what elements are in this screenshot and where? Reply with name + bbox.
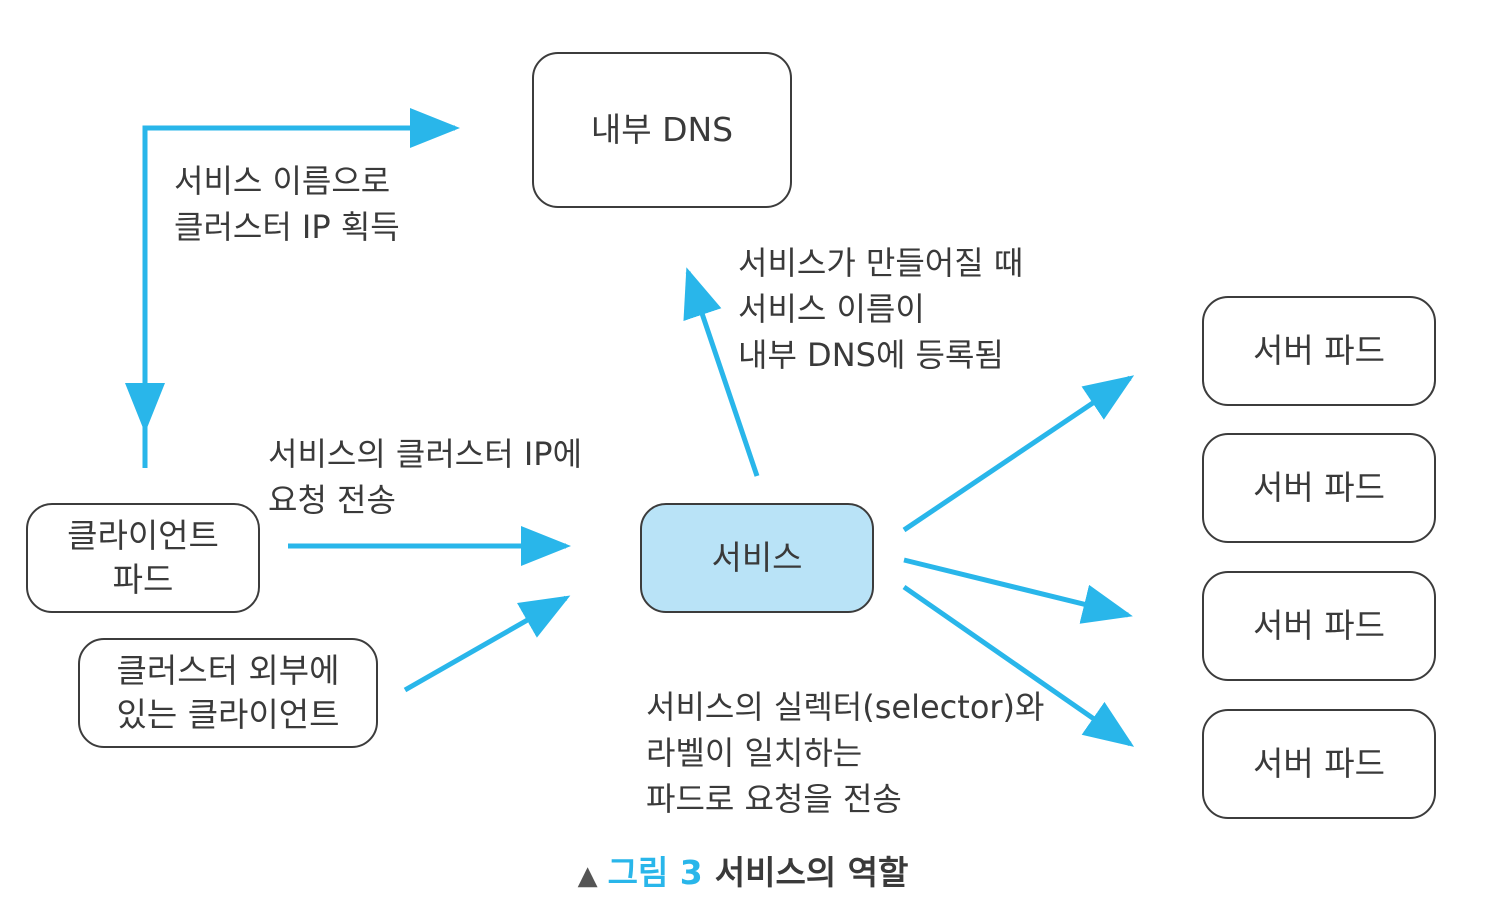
internal-dns-node: 내부 DNS <box>532 52 792 208</box>
caption-title: 서비스의 역할 <box>714 853 909 892</box>
arrow-service-to-pod-4 <box>902 584 1135 747</box>
caption-figure-number: 그림 3 <box>607 853 703 892</box>
note-get-cluster-ip-line-2: 클러스터 IP 획득 <box>174 208 400 246</box>
server-pod-label-2: 서버 파드 <box>1253 468 1385 507</box>
note-selector-line-1: 서비스의 실렉터(selector)와 <box>646 688 1045 726</box>
server-pod-label-3: 서버 파드 <box>1253 606 1385 645</box>
arrow-service-to-pod-1 <box>902 375 1135 533</box>
caption-triangle-icon: ▲ <box>577 861 598 891</box>
note-register-dns: 서비스가 만들어질 때 서비스 이름이 내부 DNS에 등록됨 <box>738 240 1023 378</box>
external-client-label-line-1: 클러스터 외부에 <box>116 651 340 690</box>
server-pod-node-1: 서버 파드 <box>1202 296 1436 406</box>
note-register-dns-line-2: 서비스 이름이 <box>738 290 925 328</box>
external-client-node: 클러스터 외부에 있는 클라이언트 <box>78 638 378 748</box>
service-label: 서비스 <box>711 538 803 577</box>
client-pod-label-line-1: 클라이언트 <box>67 516 219 555</box>
arrow-external-to-service <box>403 595 571 693</box>
note-get-cluster-ip-line-1: 서비스 이름으로 <box>174 162 391 200</box>
server-pod-label-1: 서버 파드 <box>1253 331 1385 370</box>
service-node: 서비스 <box>640 503 874 613</box>
external-client-label-line-2: 있는 클라이언트 <box>116 695 340 734</box>
note-selector-line-2: 라벨이 일치하는 <box>646 734 863 772</box>
note-get-cluster-ip: 서비스 이름으로 클러스터 IP 획득 <box>174 158 400 250</box>
arrow-service-to-dns <box>683 267 760 477</box>
note-register-dns-line-1: 서비스가 만들어질 때 <box>738 244 1024 282</box>
figure-caption: ▲ 그림 3 서비스의 역할 <box>0 846 1486 894</box>
internal-dns-label: 내부 DNS <box>590 110 734 149</box>
server-pod-node-3: 서버 파드 <box>1202 571 1436 681</box>
server-pod-node-4: 서버 파드 <box>1202 709 1436 819</box>
arrow-service-to-pod-3 <box>903 557 1133 624</box>
note-selector-line-3: 파드로 요청을 전송 <box>646 780 902 818</box>
note-register-dns-line-3: 내부 DNS에 등록됨 <box>738 336 1004 374</box>
note-send-request-line-2: 요청 전송 <box>268 481 396 519</box>
client-pod-label-line-2: 파드 <box>112 560 174 599</box>
note-selector: 서비스의 실렉터(selector)와 라벨이 일치하는 파드로 요청을 전송 <box>646 684 1044 822</box>
server-pod-node-2: 서버 파드 <box>1202 433 1436 543</box>
server-pod-label-4: 서버 파드 <box>1253 744 1385 783</box>
note-send-request: 서비스의 클러스터 IP에 요청 전송 <box>268 431 582 523</box>
client-pod-node: 클라이언트 파드 <box>26 503 260 613</box>
note-send-request-line-1: 서비스의 클러스터 IP에 <box>268 435 583 473</box>
